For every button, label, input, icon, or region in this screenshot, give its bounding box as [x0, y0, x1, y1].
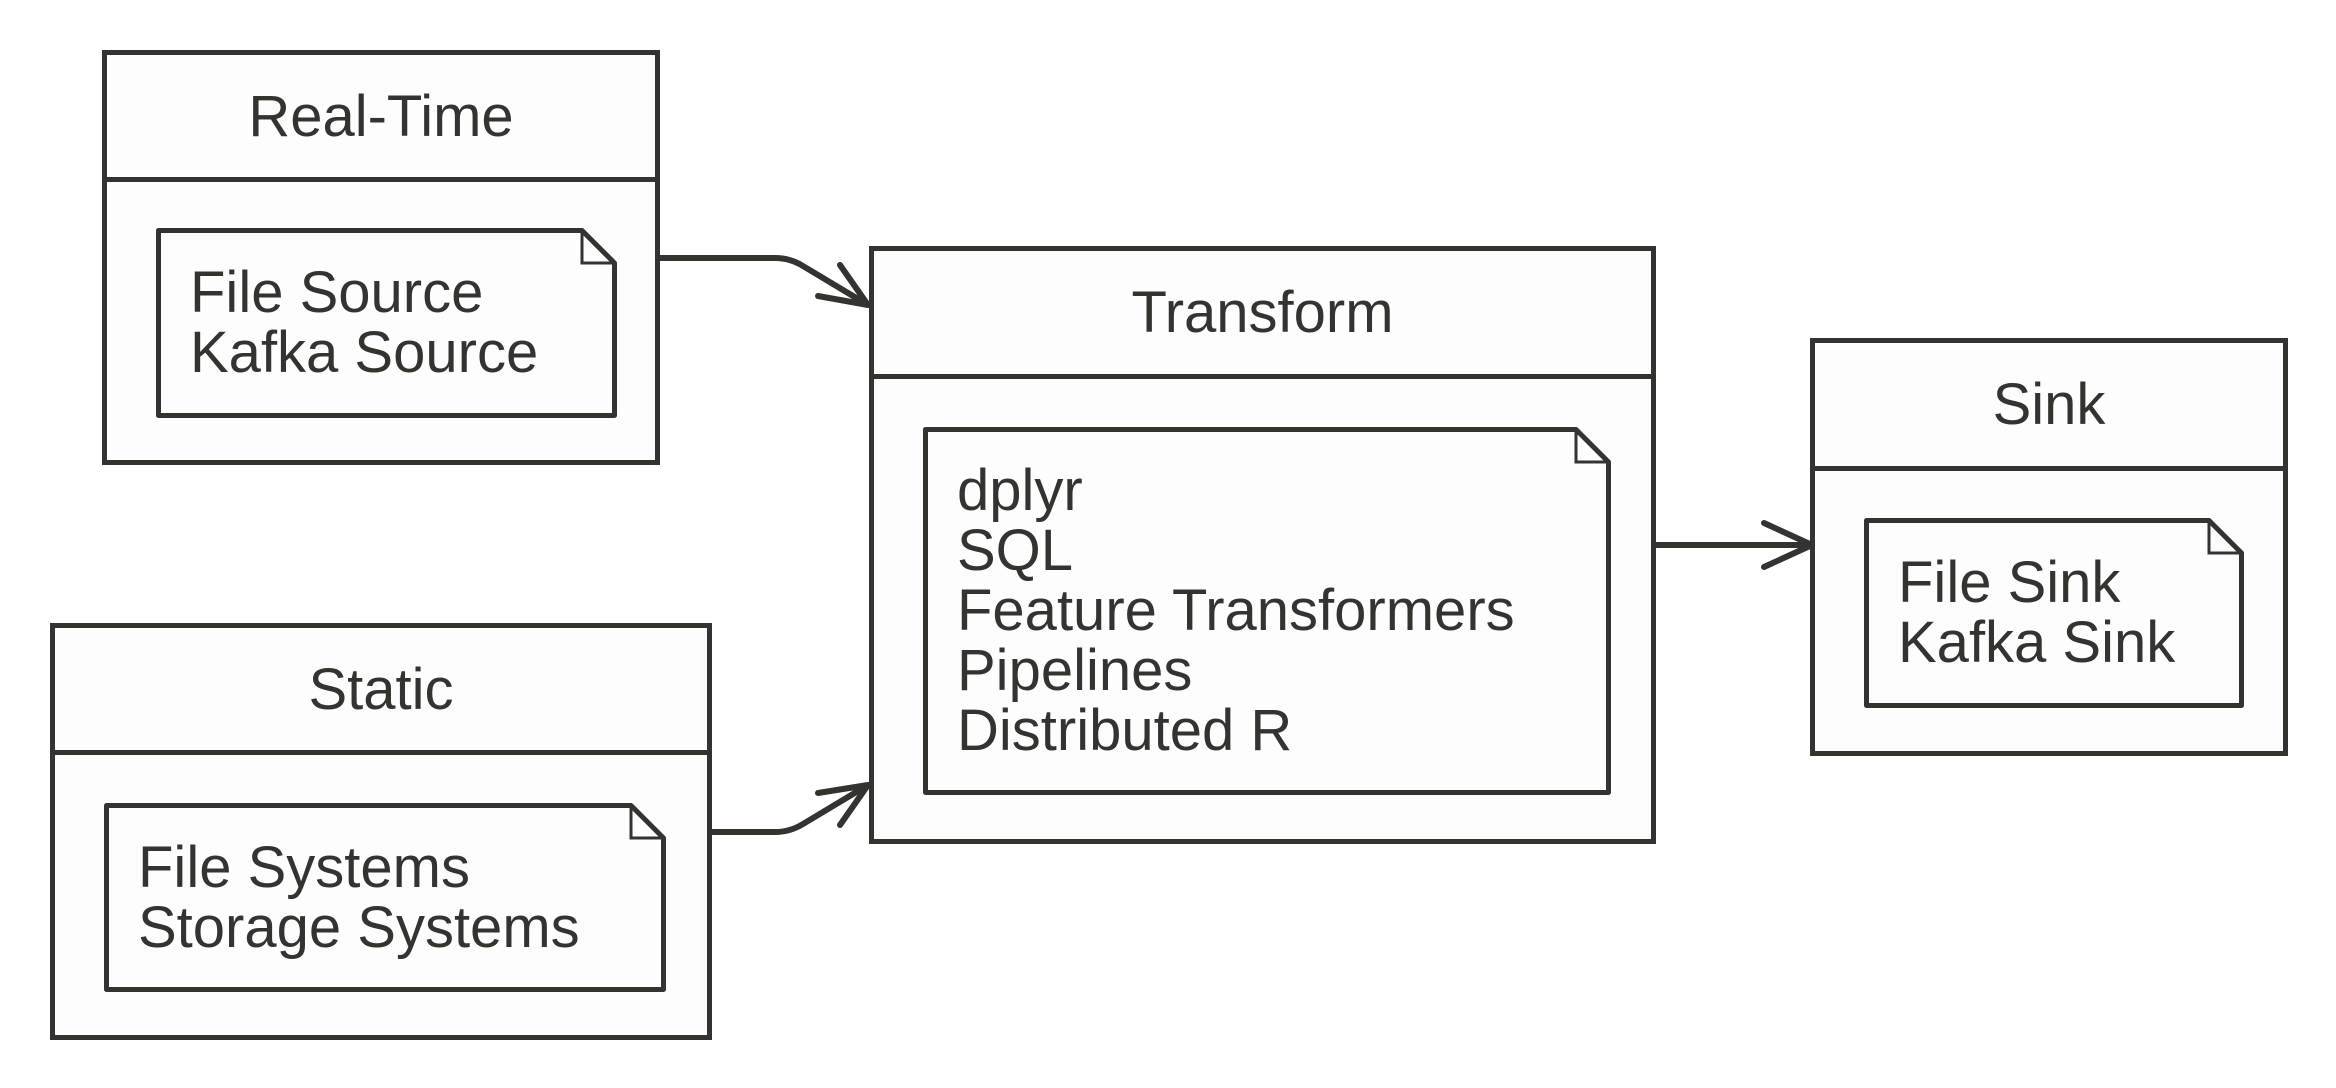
- note-folded-corner-icon: [104, 803, 666, 992]
- arrowhead-realtime-to-transform: [815, 262, 871, 308]
- list-item: File Systems: [138, 834, 470, 900]
- note-folded-corner-icon: [923, 427, 1611, 795]
- static-items: File Systems Storage Systems: [104, 803, 666, 992]
- realtime-note: File Source Kafka Source: [156, 228, 617, 418]
- list-item: File Sink: [1898, 550, 2121, 615]
- transform-title: Transform: [874, 251, 1651, 379]
- static-package: Static File Systems Storage Systems: [50, 623, 712, 1040]
- sink-items: File Sink Kafka Sink: [1864, 518, 2244, 708]
- edge-realtime-to-transform: [657, 255, 871, 308]
- edge-static-to-transform: [707, 782, 871, 835]
- list-item: Distributed R: [957, 698, 1293, 763]
- static-note: File Systems Storage Systems: [104, 803, 666, 992]
- static-title: Static: [55, 628, 707, 755]
- list-item: Kafka Source: [190, 320, 539, 385]
- list-item: Storage Systems: [138, 894, 580, 960]
- list-item: Feature Transformers: [957, 578, 1515, 643]
- realtime-title: Real-Time: [107, 55, 655, 182]
- realtime-items: File Source Kafka Source: [156, 228, 617, 418]
- sink-note: File Sink Kafka Sink: [1864, 518, 2244, 708]
- transform-package: Transform dplyr SQL Feature Transformers…: [869, 246, 1656, 844]
- transform-note: dplyr SQL Feature Transformers Pipelines…: [923, 427, 1611, 795]
- list-item: dplyr: [957, 458, 1083, 523]
- list-item: Pipelines: [957, 638, 1193, 703]
- sink-package: Sink File Sink Kafka Sink: [1810, 338, 2288, 756]
- arrowhead-static-to-transform: [815, 782, 871, 828]
- transform-items: dplyr SQL Feature Transformers Pipelines…: [923, 427, 1611, 795]
- note-folded-corner-icon: [1864, 518, 2244, 708]
- note-folded-corner-icon: [156, 228, 617, 418]
- sink-title: Sink: [1815, 343, 2283, 471]
- list-item: SQL: [957, 518, 1074, 583]
- list-item: Kafka Sink: [1898, 610, 2176, 675]
- realtime-package: Real-Time File Source Kafka Source: [102, 50, 660, 465]
- list-item: File Source: [190, 260, 484, 325]
